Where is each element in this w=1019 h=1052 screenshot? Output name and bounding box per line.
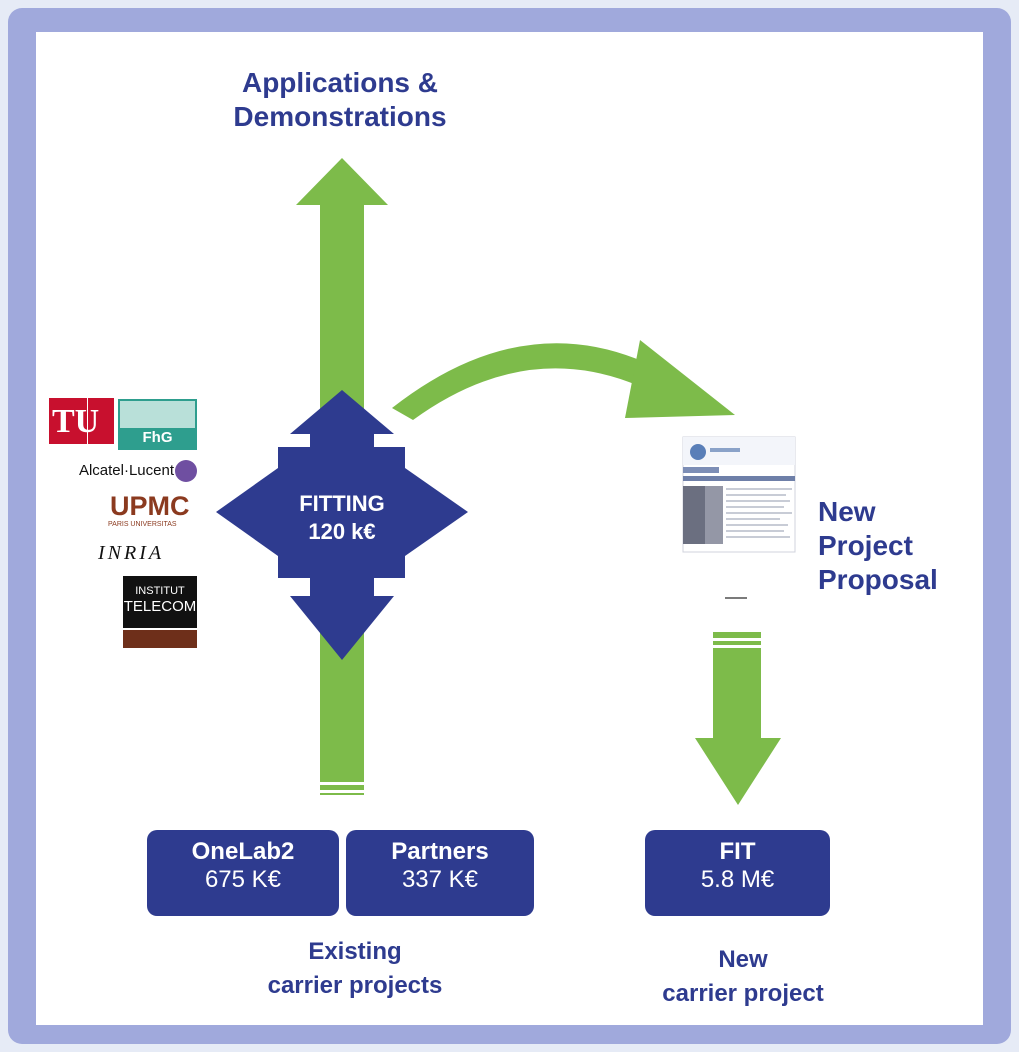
inria-logo-text: INRIA bbox=[98, 542, 165, 564]
four-way-arrow bbox=[216, 390, 468, 660]
institut-text: INSTITUT bbox=[135, 585, 185, 597]
applications-label-line-1: Applications & bbox=[241, 67, 438, 98]
fitting-title: FITTING bbox=[299, 491, 385, 516]
down-arrow bbox=[695, 632, 781, 805]
onelab2-name: OneLab2 bbox=[191, 838, 295, 865]
institut-telecom-logo bbox=[123, 576, 197, 628]
new-carrier-project-label: New carrier project bbox=[628, 943, 858, 1011]
onelab2-amount: 675 K€ bbox=[204, 866, 282, 893]
curved-arrow bbox=[392, 340, 735, 420]
proposal-document-thumbnail bbox=[682, 436, 796, 599]
new-carrier-project-line-2: carrier project bbox=[662, 980, 824, 1007]
existing-carrier-projects-label: Existing carrier projects bbox=[225, 935, 485, 1003]
existing-carrier-projects-line-2: carrier projects bbox=[267, 972, 443, 999]
fhg-logo bbox=[118, 399, 197, 450]
applications-label: Applications & Demonstrations bbox=[190, 66, 490, 134]
partners-box: Partners 337 K€ bbox=[346, 830, 534, 916]
onelab2-box: OneLab2 675 K€ bbox=[147, 830, 339, 916]
fitting-amount: 120 k€ bbox=[308, 519, 376, 544]
tu-berlin-logo bbox=[49, 398, 114, 444]
partners-name: Partners bbox=[391, 838, 489, 865]
fit-box: FIT 5.8 M€ bbox=[645, 830, 830, 916]
new-project-proposal-line-2: Project bbox=[818, 530, 913, 561]
new-project-proposal-label: New Project Proposal bbox=[818, 495, 988, 597]
tu-berlin-logo-text: TU berlin bbox=[52, 403, 139, 484]
fit-amount: 5.8 M€ bbox=[700, 866, 775, 893]
telecom-pattern-logo bbox=[123, 630, 197, 648]
fitting-label: FITTING 120 k€ bbox=[272, 490, 412, 546]
fhg-logo-text: FhG bbox=[142, 429, 173, 446]
new-project-proposal-line-1: New bbox=[818, 496, 876, 527]
partners-amount: 337 K€ bbox=[401, 866, 479, 893]
alcatel-lucent-logo-text: Alcatel·Lucent bbox=[78, 462, 174, 479]
new-project-proposal-line-3: Proposal bbox=[818, 564, 938, 595]
alcatel-lucent-swirl-icon bbox=[175, 460, 197, 482]
paris-universitas-text: PARIS UNIVERSITAS bbox=[108, 521, 177, 528]
telecom-text: TELECOM bbox=[123, 598, 197, 615]
existing-carrier-projects-line-1: Existing bbox=[308, 938, 402, 965]
new-carrier-project-line-1: New bbox=[718, 946, 768, 973]
applications-label-line-2: Demonstrations bbox=[233, 101, 447, 132]
fit-name: FIT bbox=[719, 838, 756, 865]
upmc-logo-text: UPMC bbox=[110, 491, 190, 521]
